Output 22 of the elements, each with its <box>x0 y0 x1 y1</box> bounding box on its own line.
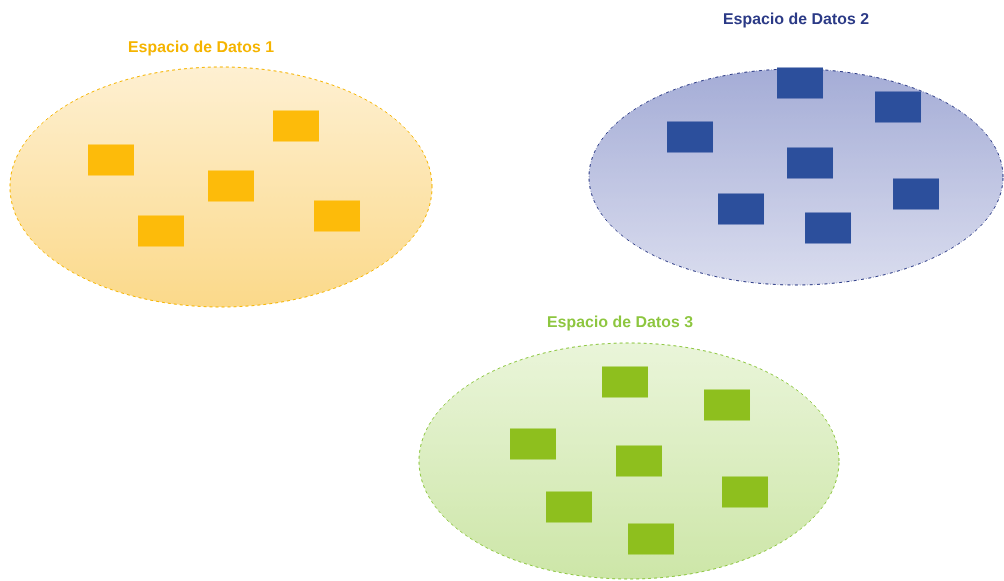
data-box <box>718 193 764 225</box>
data-box <box>273 110 319 142</box>
data-box <box>777 67 823 99</box>
data-box <box>667 121 713 153</box>
data-box <box>208 170 254 202</box>
data-box <box>510 428 556 460</box>
region-title: Espacio de Datos 1 <box>129 40 274 56</box>
data-box <box>88 144 134 176</box>
data-box <box>602 366 648 398</box>
data-box <box>628 523 674 555</box>
data-box <box>893 178 939 210</box>
data-box <box>704 389 750 421</box>
data-box <box>314 200 360 232</box>
data-box <box>546 491 592 523</box>
data-box <box>875 91 921 123</box>
data-box <box>787 147 833 179</box>
region-title: Espacio de Datos 3 <box>548 315 693 331</box>
data-box <box>805 212 851 244</box>
region-title: Espacio de Datos 2 <box>724 12 869 28</box>
data-box <box>138 215 184 247</box>
data-box <box>616 445 662 477</box>
data-box <box>722 476 768 508</box>
